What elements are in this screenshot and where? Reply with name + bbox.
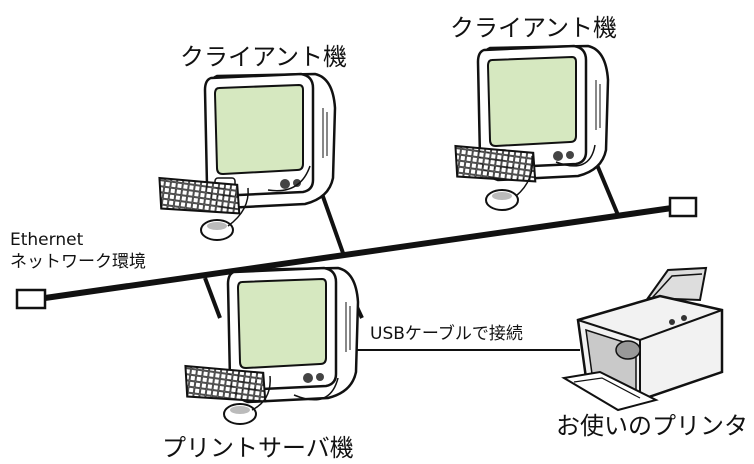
- print-server-machine: [180, 266, 360, 425]
- client-machine-right: [450, 44, 610, 211]
- network-environment-label: ネットワーク環境: [10, 252, 146, 272]
- mouse-icon: [200, 219, 234, 241]
- ethernet-terminator-right: [668, 196, 698, 218]
- mouse-icon: [485, 189, 519, 211]
- ethernet-label: Ethernet: [10, 230, 84, 250]
- client-right-label: クライアント機: [450, 14, 618, 42]
- client-left-label: クライアント機: [180, 43, 348, 71]
- usb-connection-label: USBケーブルで接続: [370, 324, 523, 344]
- ethernet-terminator-left: [15, 288, 47, 310]
- printer-label: お使いのプリンタ: [556, 412, 748, 440]
- ethernet-line: [44, 205, 673, 301]
- mouse-icon: [223, 403, 257, 425]
- print-server-label: プリントサーバ機: [162, 434, 354, 462]
- client-machine-left: [154, 72, 337, 241]
- printer-icon: [561, 266, 724, 412]
